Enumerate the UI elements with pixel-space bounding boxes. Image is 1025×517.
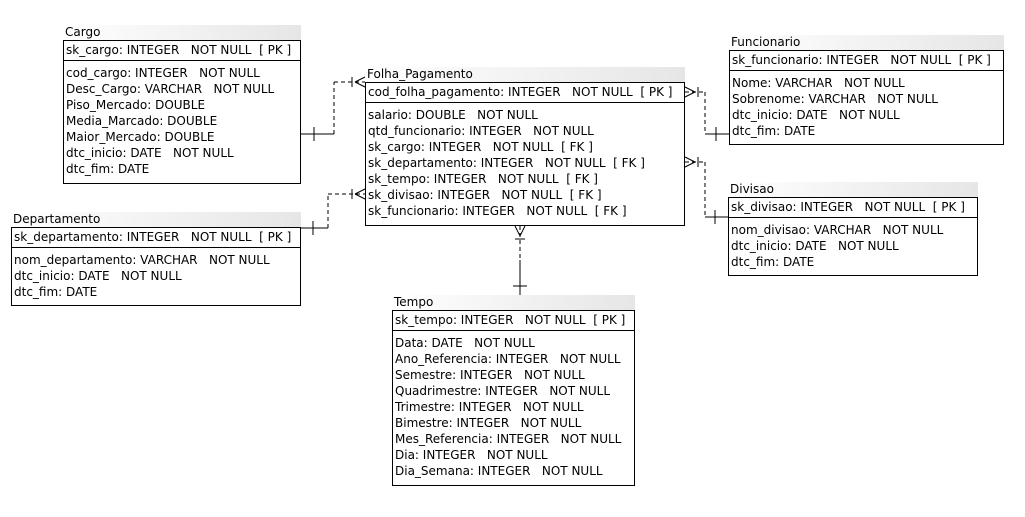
entity-table: sk_departamento: INTEGER NOT NULL [ PK ]… [11,227,301,306]
attribute-row: qtd_funcionario: INTEGER NOT NULL [368,124,594,138]
attribute-list: salario: DOUBLE NOT NULL qtd_funcionario… [366,103,684,219]
relationship-cargo-folha[interactable] [300,76,366,141]
entity-title: Funcionario [729,35,1004,50]
attribute-row: Maior_Mercado: DOUBLE [66,130,215,144]
entity-table: sk_cargo: INTEGER NOT NULL [ PK ] cod_ca… [63,40,301,184]
attribute-row: Bimestre: INTEGER NOT NULL [395,416,582,430]
relationship-tempo-folha[interactable] [513,225,527,295]
attribute-row: Mes_Referencia: INTEGER NOT NULL [395,432,622,446]
attribute-row: dtc_inicio: DATE NOT NULL [66,146,234,160]
entity-title: Cargo [63,25,301,40]
attribute-row: Desc_Cargo: VARCHAR NOT NULL [66,82,275,96]
attribute-row: dtc_inicio: DATE NOT NULL [14,269,182,283]
relationship-divisao-folha[interactable] [684,156,728,224]
attribute-row: dtc_fim: DATE [732,124,816,138]
attribute-list: nom_departamento: VARCHAR NOT NULL dtc_i… [12,248,300,300]
primary-key-row: cod_folha_pagamento: INTEGER NOT NULL [ … [366,83,684,103]
attribute-row: Quadrimestre: INTEGER NOT NULL [395,384,611,398]
attribute-row: Dia: INTEGER NOT NULL [395,448,548,462]
entity-table: sk_tempo: INTEGER NOT NULL [ PK ] Data: … [392,310,635,486]
entity-title: Folha_Pagamento [365,67,685,82]
attribute-row: dtc_fim: DATE [14,285,98,299]
attribute-row: sk_departamento: INTEGER NOT NULL [ FK ] [368,156,645,170]
attribute-row: sk_funcionario: INTEGER NOT NULL [ FK ] [368,204,627,218]
primary-key-row: sk_funcionario: INTEGER NOT NULL [ PK ] [730,51,1003,71]
attribute-row: Semestre: INTEGER NOT NULL [395,368,585,382]
primary-key-row: sk_departamento: INTEGER NOT NULL [ PK ] [12,228,300,248]
attribute-row: Data: DATE NOT NULL [395,336,535,350]
attribute-list: cod_cargo: INTEGER NOT NULL Desc_Cargo: … [64,61,300,177]
attribute-row: Media_Marcado: DOUBLE [66,114,218,128]
attribute-row: Trimestre: INTEGER NOT NULL [395,400,584,414]
relationship-funcionario-folha[interactable] [684,86,729,141]
entity-table: sk_funcionario: INTEGER NOT NULL [ PK ] … [729,50,1004,145]
entity-title: Divisao [728,182,978,197]
attribute-row: nom_departamento: VARCHAR NOT NULL [14,253,270,267]
attribute-row: Dia_Semana: INTEGER NOT NULL [395,464,603,478]
primary-key-row: sk_divisao: INTEGER NOT NULL [ PK ] [729,198,977,218]
attribute-row: dtc_inicio: DATE NOT NULL [731,239,899,253]
relationship-departamento-folha[interactable] [301,188,366,235]
attribute-row: sk_tempo: INTEGER NOT NULL [ FK ] [368,172,598,186]
attribute-row: nom_divisao: VARCHAR NOT NULL [731,223,944,237]
attribute-row: sk_divisao: INTEGER NOT NULL [ FK ] [368,188,602,202]
attribute-list: Data: DATE NOT NULL Ano_Referencia: INTE… [393,331,634,479]
attribute-row: dtc_inicio: DATE NOT NULL [732,108,900,122]
attribute-row: dtc_fim: DATE [66,162,150,176]
attribute-row: Nome: VARCHAR NOT NULL [732,76,905,90]
attribute-row: Piso_Mercado: DOUBLE [66,98,206,112]
attribute-row: sk_cargo: INTEGER NOT NULL [ FK ] [368,140,593,154]
entity-title: Departamento [11,212,301,227]
entity-table: sk_divisao: INTEGER NOT NULL [ PK ] nom_… [728,197,978,276]
attribute-list: nom_divisao: VARCHAR NOT NULL dtc_inicio… [729,218,977,270]
attribute-row: Sobrenome: VARCHAR NOT NULL [732,92,938,106]
attribute-row: dtc_fim: DATE [731,255,815,269]
primary-key-row: sk_tempo: INTEGER NOT NULL [ PK ] [393,311,634,331]
attribute-row: cod_cargo: INTEGER NOT NULL [66,66,260,80]
entity-title: Tempo [392,295,635,310]
primary-key-row: sk_cargo: INTEGER NOT NULL [ PK ] [64,41,300,61]
attribute-list: Nome: VARCHAR NOT NULL Sobrenome: VARCHA… [730,71,1003,139]
attribute-row: salario: DOUBLE NOT NULL [368,108,538,122]
attribute-row: Ano_Referencia: INTEGER NOT NULL [395,352,621,366]
entity-table: cod_folha_pagamento: INTEGER NOT NULL [ … [365,82,685,226]
